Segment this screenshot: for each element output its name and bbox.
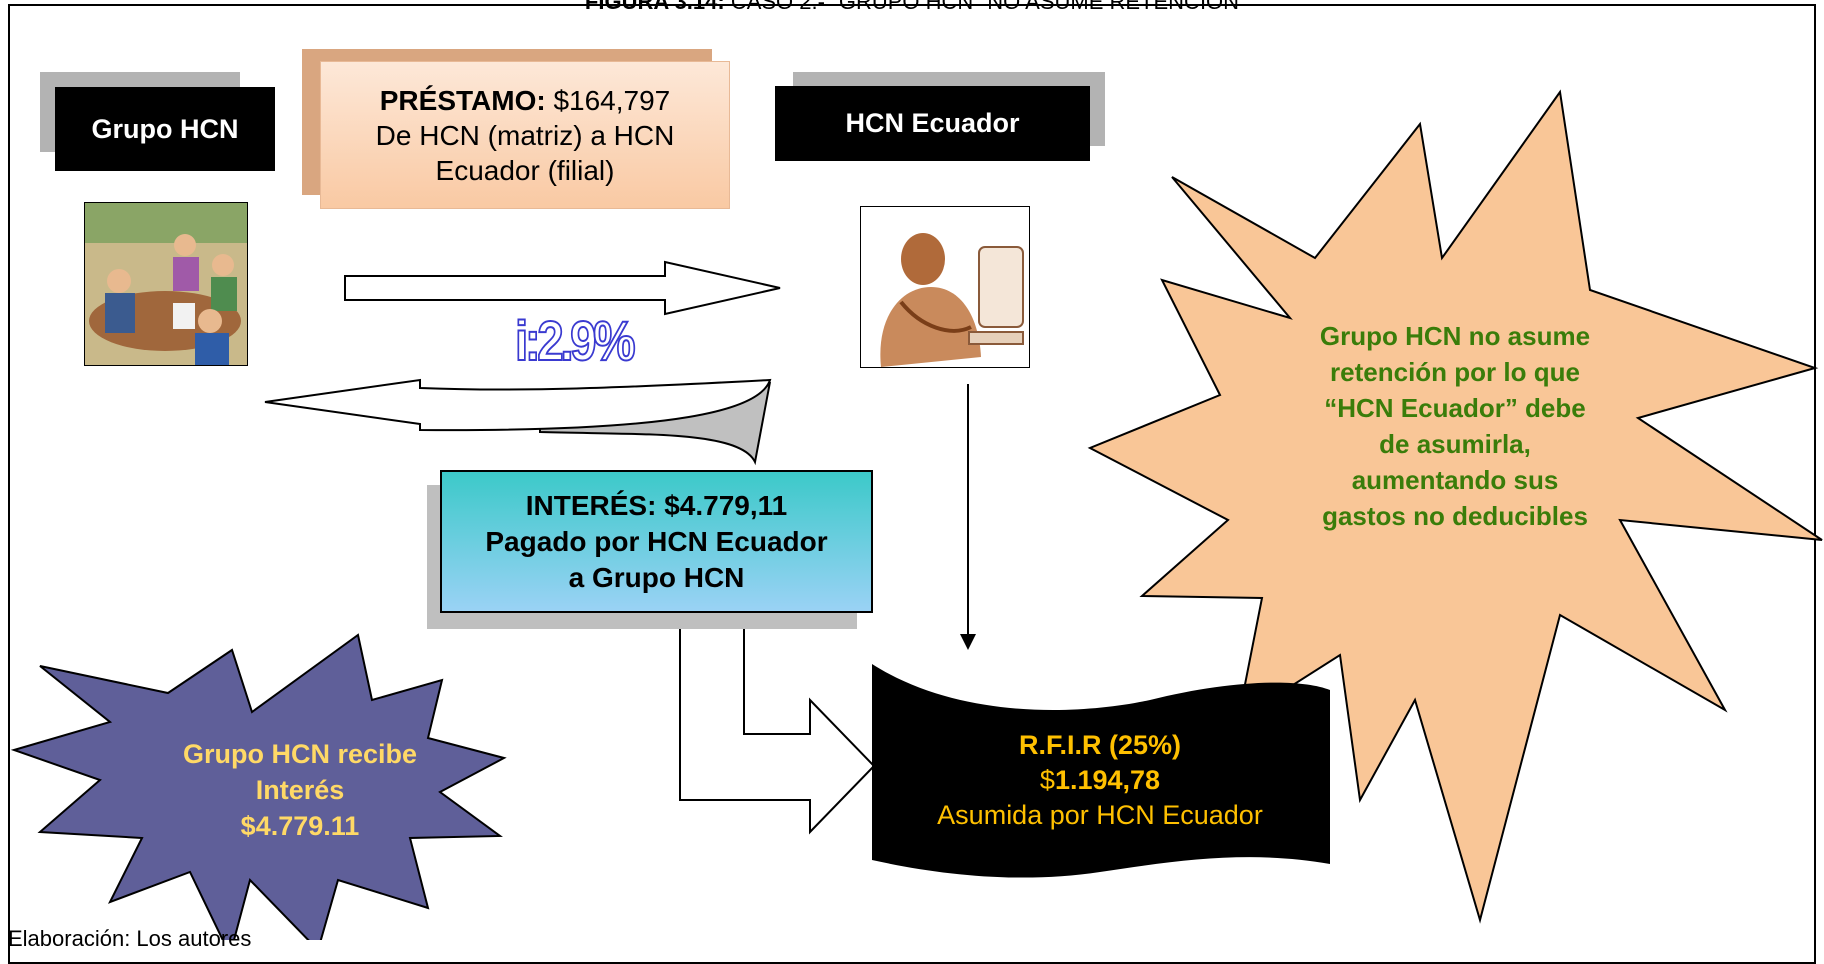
retention-banner xyxy=(872,664,1330,878)
interest-rate-label: i:2.9% xyxy=(514,308,636,373)
figure-caption: CASO 2.- "GRUPO HCN" NO ASUME RETENCIÓN xyxy=(724,0,1240,14)
interest-box: INTERÉS: $4.779,11 Pagado por HCN Ecuado… xyxy=(440,470,873,613)
left-burst-line: $4.779.11 xyxy=(240,811,360,841)
right-burst-line: gastos no deducibles xyxy=(1322,501,1588,531)
down-connector-head xyxy=(960,634,976,650)
retention-currency: $ xyxy=(1039,765,1055,795)
loan-line-2: De HCN (matriz) a HCN xyxy=(375,119,675,151)
left-burst-text: Grupo HCN recibe Interés $4.779.11 xyxy=(150,736,450,844)
figure-title: FIGURA 3.14: CASO 2.- "GRUPO HCN" NO ASU… xyxy=(0,0,1824,14)
retention-line-1: R.F.I.R (25%) xyxy=(1018,730,1182,760)
right-burst-line: aumentando sus xyxy=(1351,465,1559,495)
retention-banner-text: R.F.I.R (25%) $1.194,78 Asumida por HCN … xyxy=(880,728,1320,833)
person-at-computer-clipart-icon xyxy=(860,206,1030,368)
interest-line-1: INTERÉS: $4.779,11 xyxy=(525,489,788,521)
business-meeting-clipart-icon xyxy=(84,202,248,366)
right-burst-line: de asumirla, xyxy=(1379,429,1531,459)
right-burst-text: Grupo HCN no asume retención por lo que … xyxy=(1305,318,1605,534)
footer-note: Elaboración: Los autores xyxy=(8,926,252,951)
hcn-ecuador-label: HCN Ecuador xyxy=(775,86,1090,161)
right-burst-line: retención por lo que xyxy=(1330,357,1580,387)
loan-heading: PRÉSTAMO: xyxy=(379,84,546,116)
figure-number: FIGURA 3.14: xyxy=(584,0,725,14)
retention-line-2: $1.194,78 xyxy=(880,763,1320,798)
retention-amount: 1.194,78 xyxy=(1054,765,1161,795)
diagram-shapes xyxy=(10,89,1823,940)
loan-line-1: PRÉSTAMO: $164,797 xyxy=(380,83,671,118)
return-arrow xyxy=(264,378,772,432)
bent-arrow xyxy=(679,611,876,835)
right-burst-line: Grupo HCN no asume xyxy=(1319,321,1591,351)
loan-line-3: Ecuador (filial) xyxy=(435,154,615,186)
loan-arrow xyxy=(344,260,781,316)
interest-line-3: a Grupo HCN xyxy=(568,561,745,593)
retention-line-3: Asumida por HCN Ecuador xyxy=(937,800,1263,830)
grupo-hcn-label: Grupo HCN xyxy=(55,87,275,171)
loan-box: PRÉSTAMO: $164,797 De HCN (matriz) a HCN… xyxy=(320,61,730,209)
interest-line-2: Pagado por HCN Ecuador xyxy=(485,525,828,557)
loan-amount: $164,797 xyxy=(545,84,671,116)
right-starburst xyxy=(1087,89,1823,924)
left-burst-line: Grupo HCN recibe xyxy=(182,739,418,769)
right-burst-line: “HCN Ecuador” debe xyxy=(1324,393,1586,423)
left-burst-line: Interés xyxy=(255,775,345,805)
left-starburst xyxy=(10,633,507,940)
